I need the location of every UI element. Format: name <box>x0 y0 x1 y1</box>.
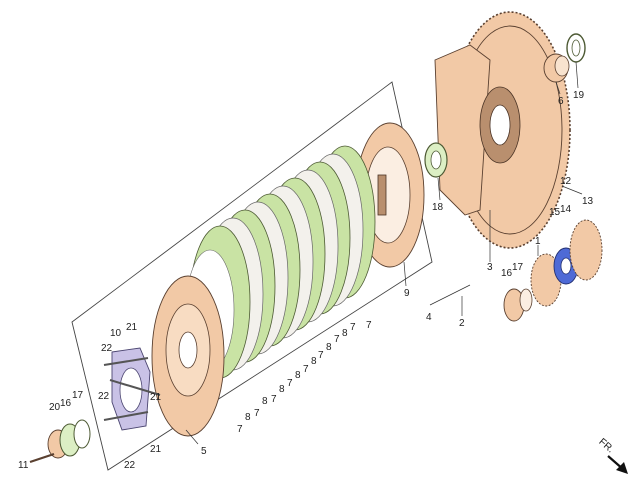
callout-21-top: 21 <box>126 322 138 333</box>
callout-7-3: 7 <box>271 394 277 405</box>
clutch-center-hub <box>151 275 225 437</box>
callout-7-5: 7 <box>303 364 309 375</box>
callout-15: 15 <box>549 207 561 218</box>
lifter-plate <box>103 347 161 431</box>
callout-21-mid: 21 <box>150 392 162 403</box>
callout-20: 20 <box>49 402 61 413</box>
callout-13: 13 <box>582 196 594 207</box>
callout-5: 5 <box>201 446 207 457</box>
callout-16-right: 16 <box>501 268 513 279</box>
callout-14: 14 <box>560 204 572 215</box>
callout-3: 3 <box>487 262 493 273</box>
callout-7-9: 7 <box>366 320 372 331</box>
front-arrow-icon <box>607 455 628 474</box>
leader-lines <box>185 61 583 445</box>
gear-spacer-washer <box>503 288 533 322</box>
primary-gear-set <box>530 219 603 307</box>
callout-17-right: 17 <box>512 262 524 273</box>
callout-8-4: 8 <box>295 370 301 381</box>
callout-19: 19 <box>573 90 585 101</box>
callout-8-5: 8 <box>311 356 317 367</box>
front-direction-marker: FR. <box>596 437 615 456</box>
callout-1: 1 <box>535 236 541 247</box>
thrust-washer <box>566 33 586 63</box>
callout-22-bottom: 22 <box>124 460 136 471</box>
fr-label: FR. <box>596 437 615 456</box>
callout-7-6: 7 <box>318 350 324 361</box>
lifter-bearing <box>29 419 91 464</box>
callout-8-3: 8 <box>279 384 285 395</box>
callout-12: 12 <box>560 176 572 187</box>
callout-8-7: 8 <box>342 328 348 339</box>
callout-7-8: 7 <box>350 322 356 333</box>
callout-8-6: 8 <box>326 342 332 353</box>
callout-22-mid: 22 <box>98 391 110 402</box>
callout-8-1: 8 <box>245 412 251 423</box>
callout-2: 2 <box>459 318 465 329</box>
callout-11: 11 <box>18 460 29 471</box>
callout-7-1: 7 <box>237 424 243 435</box>
lock-washer <box>424 142 448 178</box>
callout-17-left: 17 <box>72 390 84 401</box>
callout-7-2: 7 <box>254 408 260 419</box>
callout-6: 6 <box>558 96 564 107</box>
spacer-collar <box>543 53 570 83</box>
callout-18: 18 <box>432 202 444 213</box>
callout-7-4: 7 <box>287 378 293 389</box>
callout-4: 4 <box>426 312 432 323</box>
clutch-plate-stack <box>185 145 376 379</box>
callout-16-left: 16 <box>60 398 72 409</box>
callout-8-2: 8 <box>262 396 268 407</box>
callout-7-7: 7 <box>334 334 340 345</box>
callout-labels: 1 2 3 4 5 6 9 10 11 12 13 14 15 16 16 17… <box>18 90 594 471</box>
callout-22-top: 22 <box>101 343 113 354</box>
callout-10: 10 <box>110 328 122 339</box>
callout-21-bottom: 21 <box>150 444 162 455</box>
clutch-assembly-frame <box>71 81 433 471</box>
callout-9: 9 <box>404 288 410 299</box>
clutch-outer-housing <box>434 11 571 249</box>
